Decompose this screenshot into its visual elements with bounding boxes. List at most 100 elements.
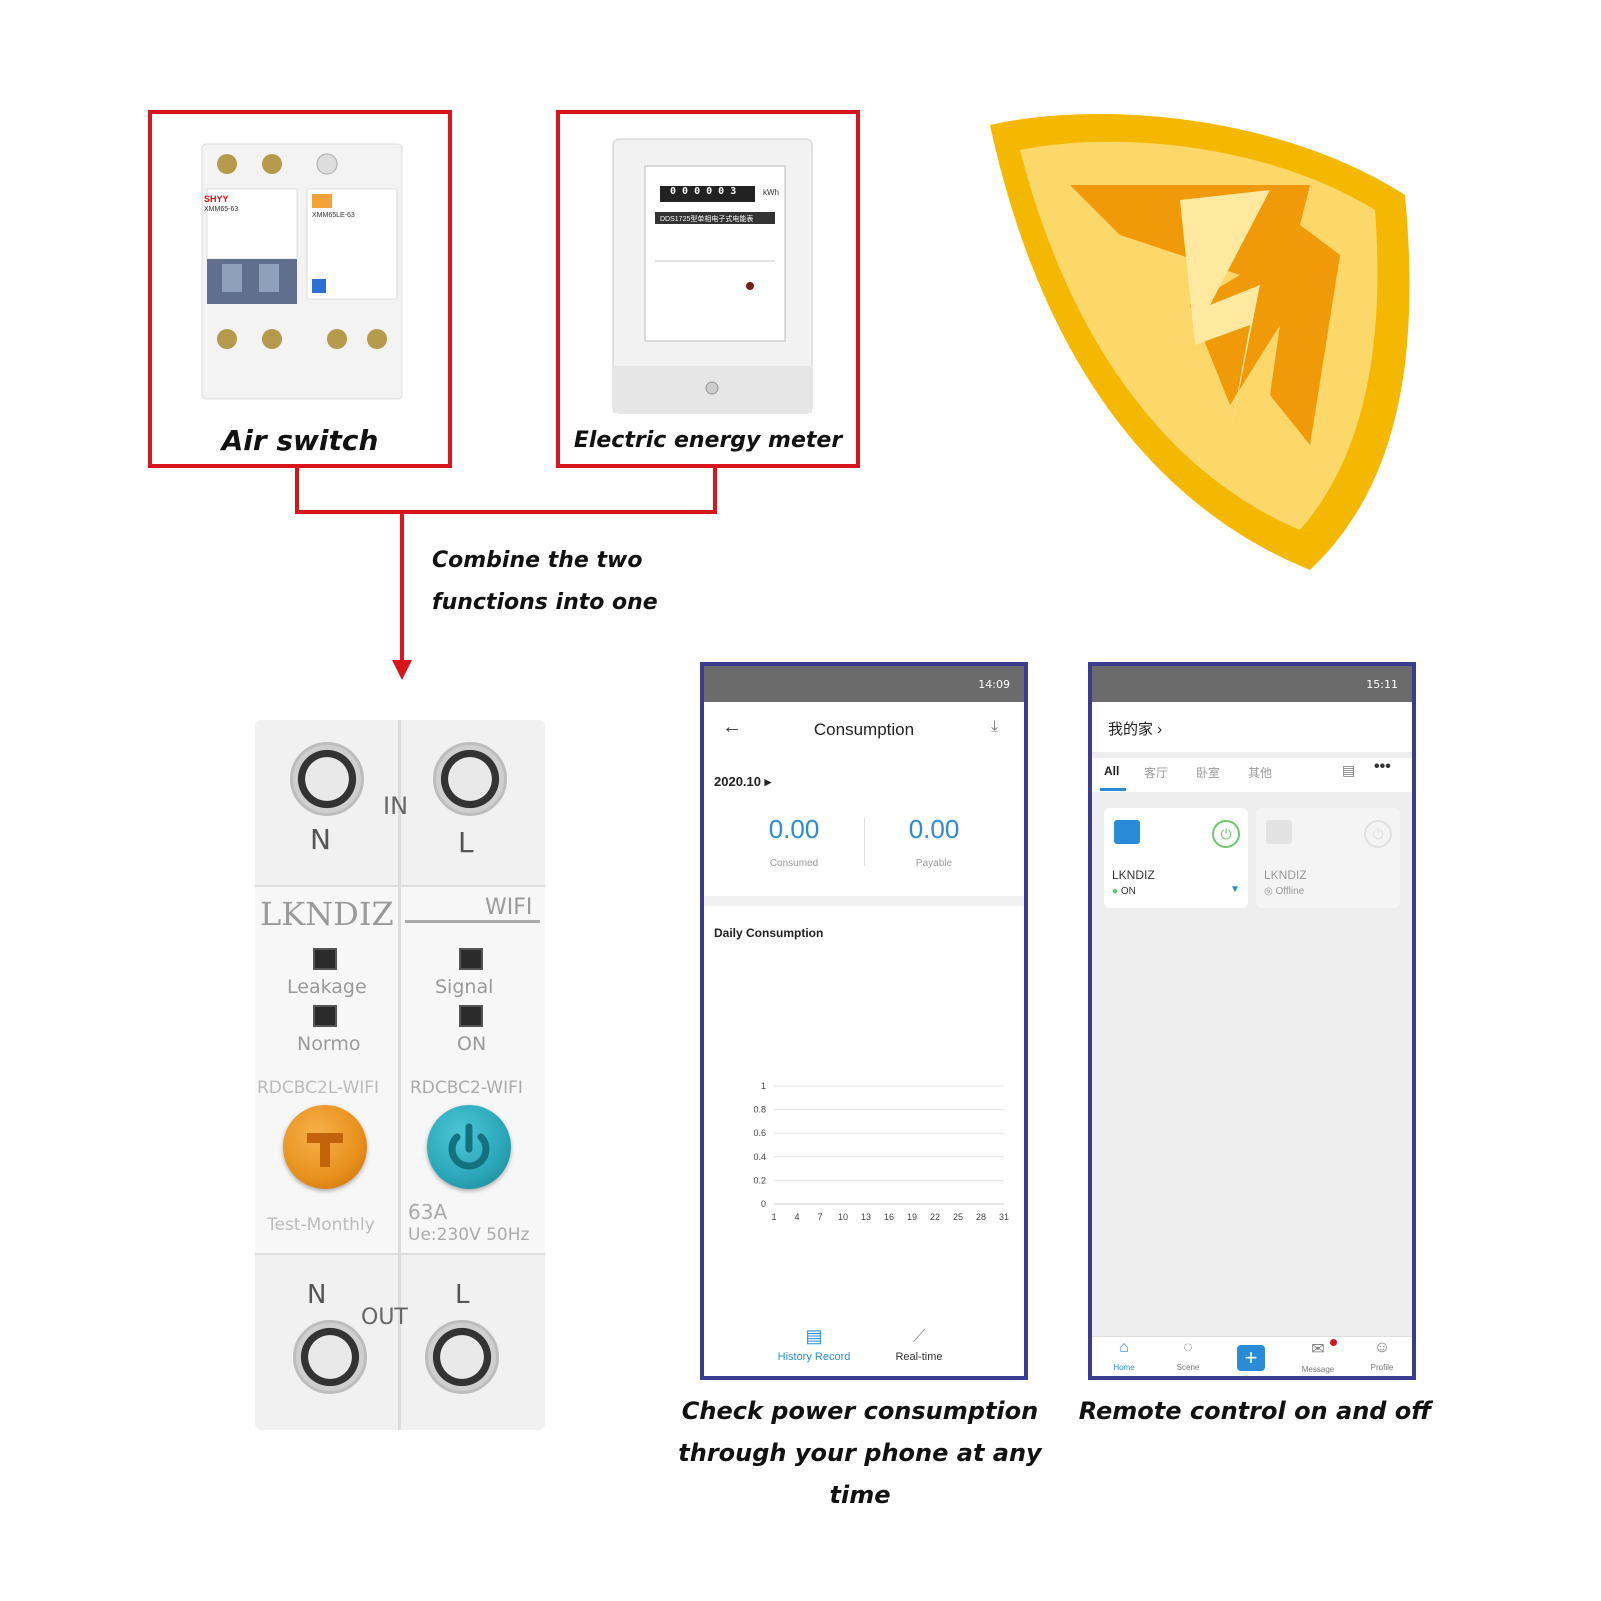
nav-home-label: Home bbox=[1113, 1363, 1135, 1372]
device-card-online[interactable]: ⏻ LKNDIZ ● ON ▼ bbox=[1104, 808, 1248, 908]
back-arrow-icon[interactable]: ← bbox=[722, 716, 742, 738]
nav-scene[interactable]: ◌ Scene bbox=[1166, 1339, 1210, 1375]
consumption-title: Consumption bbox=[813, 720, 915, 739]
list-view-icon[interactable]: ▤ bbox=[1342, 762, 1356, 778]
meter-label: Electric energy meter bbox=[573, 428, 843, 453]
x-tick-label: 25 bbox=[953, 1212, 963, 1222]
terminal-out-l bbox=[425, 1320, 499, 1394]
power-icon bbox=[448, 1123, 490, 1170]
device-icon bbox=[1266, 820, 1292, 844]
device-test-monthly: Test-Monthly bbox=[267, 1215, 375, 1235]
consumed-value: 0.00 bbox=[768, 814, 820, 844]
realtime-label: Real-time bbox=[895, 1351, 943, 1363]
history-record-label: History Record bbox=[777, 1351, 851, 1363]
led-signal bbox=[459, 948, 483, 970]
device-card-name: LKNDIZ bbox=[1264, 868, 1307, 882]
arrow-down-icon bbox=[392, 660, 412, 680]
status-time: 14:09 bbox=[978, 677, 1010, 691]
nav-profile[interactable]: ☺ Profile bbox=[1360, 1339, 1404, 1375]
device-in-l: L bbox=[458, 826, 474, 859]
tab-all[interactable]: All bbox=[1104, 764, 1120, 778]
tab-living-room[interactable]: 客厅 bbox=[1144, 766, 1169, 780]
air-switch-label: Air switch bbox=[221, 424, 379, 457]
add-device-button[interactable]: + bbox=[1237, 1345, 1265, 1371]
tab-other[interactable]: 其他 bbox=[1248, 766, 1273, 780]
x-tick-label: 1 bbox=[771, 1212, 776, 1222]
x-tick-label: 22 bbox=[930, 1212, 940, 1222]
tab-history-record[interactable]: ▤ History Record bbox=[764, 1326, 864, 1365]
device-status-text: Offline bbox=[1275, 886, 1305, 897]
air-switch-image bbox=[201, 143, 403, 400]
power-toggle-icon[interactable]: ⏻ bbox=[1364, 820, 1392, 848]
month-value: 2020.10 bbox=[714, 774, 761, 789]
y-tick-label: 0.4 bbox=[753, 1152, 766, 1162]
power-button[interactable] bbox=[427, 1105, 511, 1189]
device-out-l: L bbox=[455, 1280, 470, 1310]
x-tick-label: 31 bbox=[999, 1212, 1009, 1222]
connector-bracket bbox=[295, 468, 717, 514]
device-on: ON bbox=[457, 1033, 487, 1055]
x-tick-label: 16 bbox=[884, 1212, 894, 1222]
led-on bbox=[459, 1005, 483, 1027]
device-leakage: Leakage bbox=[287, 976, 367, 998]
device-card-offline[interactable]: ⏻ LKNDIZ ◎ Offline bbox=[1256, 808, 1400, 908]
air-switch-brand: SHYY bbox=[204, 194, 229, 204]
combine-text-1: Combine the two bbox=[432, 548, 643, 573]
air-switch-box: SHYY XMM65-63 XMM65LE-63 Air switch bbox=[148, 110, 452, 468]
nav-scene-label: Scene bbox=[1176, 1363, 1200, 1372]
x-tick-label: 7 bbox=[817, 1212, 822, 1222]
device-in-n: N bbox=[310, 823, 331, 856]
device-card-status: ● ON bbox=[1112, 886, 1136, 897]
x-tick-label: 4 bbox=[794, 1212, 799, 1222]
nav-profile-label: Profile bbox=[1370, 1363, 1394, 1372]
meter-model: DDS1725型单相电子式电能表 bbox=[660, 216, 754, 223]
payable-value: 0.00 bbox=[908, 814, 960, 844]
device-card-name: LKNDIZ bbox=[1112, 868, 1155, 882]
shield-logo-icon bbox=[990, 113, 1410, 571]
download-icon[interactable]: ⤓ bbox=[991, 718, 999, 735]
test-button[interactable] bbox=[283, 1105, 367, 1189]
status-time: 15:11 bbox=[1366, 677, 1398, 691]
y-tick-label: 0.6 bbox=[753, 1128, 766, 1138]
terminal-in-l bbox=[433, 742, 507, 816]
x-tick-label: 28 bbox=[976, 1212, 986, 1222]
scene-icon: ◌ bbox=[1183, 1339, 1193, 1356]
device-normo: Normo bbox=[297, 1033, 361, 1055]
power-toggle-icon[interactable]: ⏻ bbox=[1212, 820, 1240, 848]
breaker-device: N IN L LKNDIZ WIFI Leakage Signal Normo … bbox=[255, 720, 545, 1430]
device-wifi: WIFI bbox=[485, 895, 533, 920]
phone-home: 15:11 我的家 › All 客厅 卧室 其他 ▤ ••• ⏻ LKNDIZ … bbox=[1088, 662, 1416, 1380]
nav-home[interactable]: ⌂ Home bbox=[1102, 1339, 1146, 1375]
device-brand: LKNDIZ bbox=[260, 895, 394, 933]
y-tick-label: 1 bbox=[761, 1081, 766, 1091]
tab-bedroom[interactable]: 卧室 bbox=[1196, 766, 1221, 780]
x-tick-label: 19 bbox=[907, 1212, 917, 1222]
profile-icon: ☺ bbox=[1373, 1339, 1391, 1356]
message-badge bbox=[1330, 1339, 1337, 1346]
message-icon: ✉ bbox=[1311, 1341, 1325, 1358]
meter-unit: kWh bbox=[763, 188, 779, 197]
device-out-n: N bbox=[307, 1280, 327, 1310]
meter-digits: 0 0 0 0 0 3 bbox=[670, 186, 737, 197]
y-tick-label: 0.2 bbox=[753, 1175, 766, 1185]
caption-remote: Remote control on and off bbox=[1078, 1397, 1432, 1425]
consumed-label: Consumed bbox=[769, 858, 819, 869]
connector-lines bbox=[295, 468, 717, 680]
month-selector[interactable]: 2020.10 ▸ bbox=[714, 774, 772, 789]
nav-message-label: Message bbox=[1301, 1365, 1335, 1374]
payable-label: Payable bbox=[915, 858, 953, 869]
nav-message[interactable]: ✉ Message bbox=[1296, 1339, 1340, 1376]
device-out-label: OUT bbox=[361, 1305, 408, 1330]
device-card-status: ◎ Offline bbox=[1264, 886, 1305, 897]
device-signal: Signal bbox=[435, 976, 494, 998]
home-title[interactable]: 我的家 › bbox=[1108, 721, 1163, 738]
meter-image bbox=[612, 138, 813, 414]
phone-consumption: 14:09 ← Consumption ⤓ 2020.10 ▸ 0.00 Con… bbox=[700, 662, 1028, 1380]
more-icon[interactable]: ••• bbox=[1374, 758, 1391, 775]
status-bar: 15:11 bbox=[1092, 666, 1412, 702]
home-icon: ⌂ bbox=[1119, 1339, 1129, 1356]
y-tick-label: 0 bbox=[761, 1199, 766, 1209]
caption-check-1: Check power consumption bbox=[681, 1397, 1039, 1425]
tab-realtime[interactable]: ⟋ Real-time bbox=[874, 1326, 964, 1365]
